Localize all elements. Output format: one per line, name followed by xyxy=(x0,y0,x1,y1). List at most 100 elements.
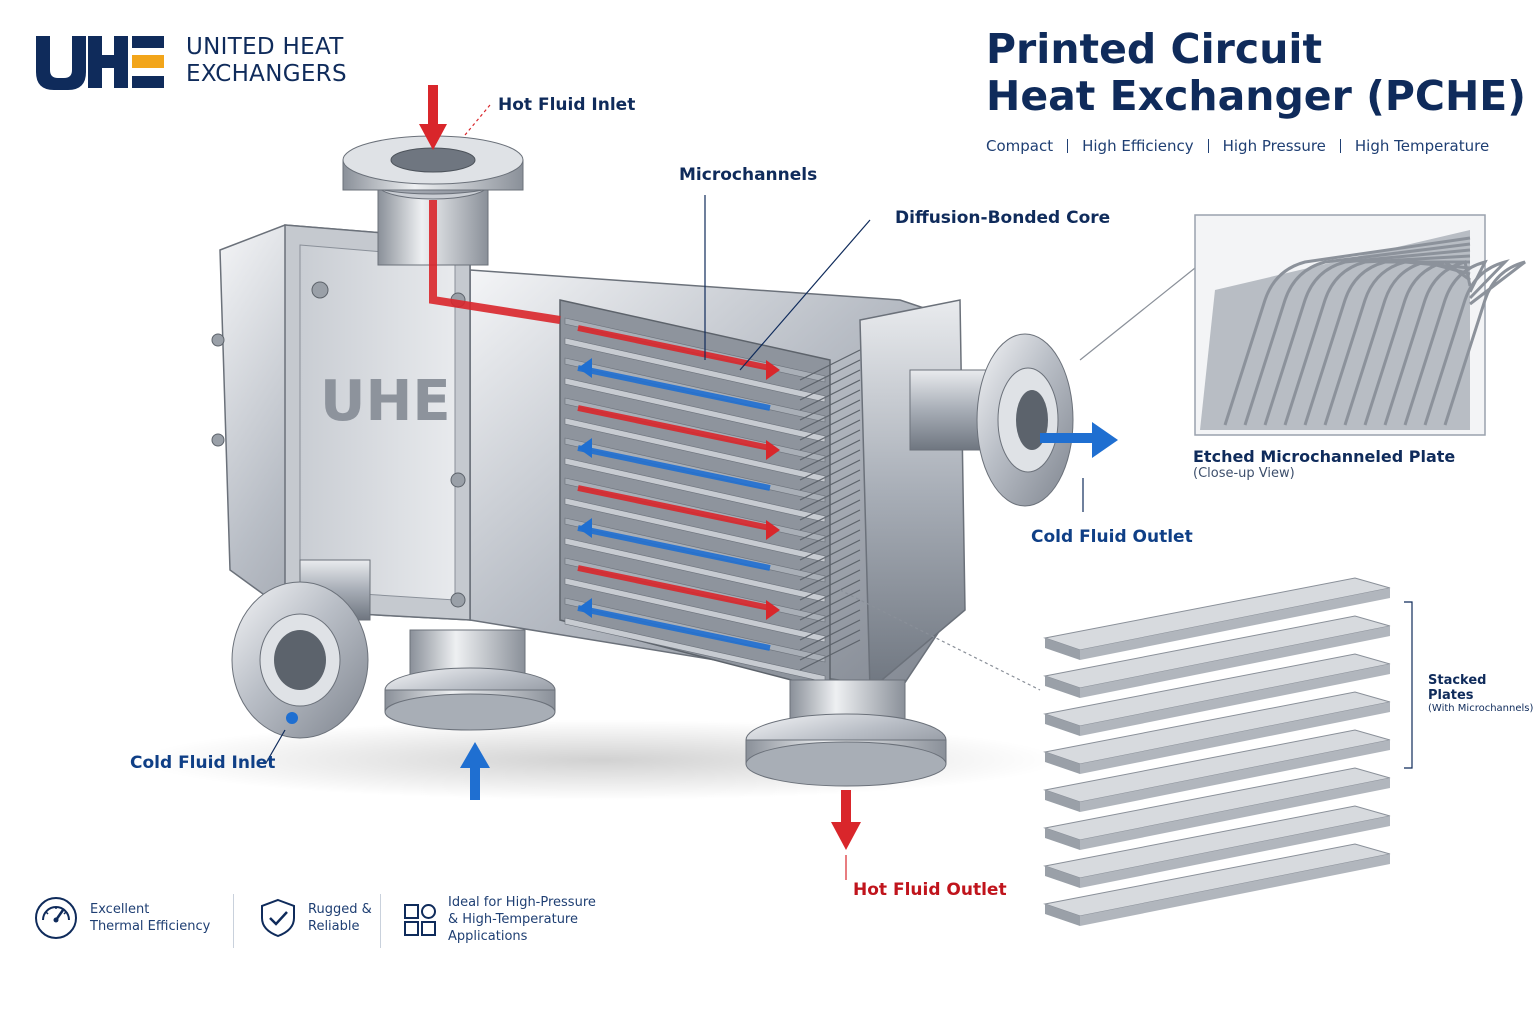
stacked-plate-edge xyxy=(1045,866,1080,888)
cold-fluid-inlet-label: Cold Fluid Inlet xyxy=(130,753,276,773)
microchannels-label: Microchannels xyxy=(679,165,818,185)
hot-outlet-nozzle xyxy=(745,679,947,787)
feature-divider xyxy=(380,894,381,948)
stacked-plate-edge xyxy=(1045,638,1080,660)
cold-flow-arrowhead xyxy=(578,598,592,618)
stacked-plate-edge xyxy=(1045,904,1080,926)
hot-inlet-arrowhead xyxy=(419,124,447,150)
stacked-plate-edge xyxy=(1045,790,1080,812)
feature-label: Ideal for High-Pressure & High-Temperatu… xyxy=(448,895,596,944)
etched-channel xyxy=(1223,236,1471,426)
fin-edge xyxy=(799,609,861,641)
etched-channel xyxy=(1403,259,1488,426)
hot-flow-arrowhead xyxy=(766,600,780,620)
stacked-plate-side xyxy=(1080,854,1390,926)
core-plate xyxy=(564,417,826,483)
fin-edge xyxy=(799,359,861,391)
grid-blocks-icon xyxy=(404,903,436,936)
fin-edge xyxy=(799,539,861,571)
etched-channel xyxy=(1303,260,1470,426)
etched-channel xyxy=(1263,248,1471,426)
stacked-plate-side xyxy=(1080,816,1390,888)
hot-flow-channel xyxy=(577,565,771,611)
stacked-plate-side xyxy=(1080,664,1390,736)
hot-flow-channel xyxy=(577,325,771,371)
core-plate xyxy=(564,337,826,403)
stacked-plate-edge xyxy=(1045,714,1080,736)
core-plate xyxy=(564,457,826,523)
fin-edge xyxy=(799,489,861,521)
fin-edge xyxy=(799,379,861,411)
closeup-title: Etched Microchanneled Plate xyxy=(1193,447,1456,466)
closeup-inset xyxy=(1194,214,1526,436)
fin-edge xyxy=(799,349,861,381)
etched-channel xyxy=(1323,260,1471,426)
core-plate xyxy=(564,377,826,443)
etched-channel xyxy=(1283,254,1471,426)
etched-channel xyxy=(1363,260,1471,426)
bottom-left-nozzle xyxy=(384,629,556,731)
stacked-plate-side xyxy=(1080,702,1390,774)
fin-edge xyxy=(799,639,861,671)
hot-flow-arrowhead xyxy=(766,520,780,540)
feature-rugged-reliable: Rugged & Reliable xyxy=(256,896,372,940)
stacked-plates-illustration xyxy=(1043,577,1391,926)
fin-edge xyxy=(799,559,861,591)
tag-divider xyxy=(1067,139,1069,153)
fin-edge xyxy=(799,369,861,401)
tag-high-pressure: High Pressure xyxy=(1222,137,1326,155)
diffusion-bonded-core-label: Diffusion-Bonded Core xyxy=(895,208,1111,228)
cold-inlet-nozzle xyxy=(231,559,371,739)
stacked-plate-edge xyxy=(1045,828,1080,850)
feature-tags: Compact High Efficiency High Pressure Hi… xyxy=(986,137,1489,155)
hot-flow-arrowhead xyxy=(766,360,780,380)
closeup-subtitle: (Close-up View) xyxy=(1193,466,1295,481)
fin-edge xyxy=(799,469,861,501)
cold-flow-channel xyxy=(577,365,771,411)
stacked-plate-edge xyxy=(1045,752,1080,774)
etched-channel xyxy=(1423,259,1510,426)
cold-flow-channel xyxy=(577,445,771,491)
page-title-line1: Printed Circuit xyxy=(986,25,1323,73)
shield-check-icon xyxy=(261,898,295,938)
stack-title: Stacked Plates xyxy=(1428,673,1487,703)
stacked-plate-side xyxy=(1080,626,1390,698)
fin-edge xyxy=(799,459,861,491)
fin-edge xyxy=(799,499,861,531)
hot-fluid-outlet-label: Hot Fluid Outlet xyxy=(853,880,1007,900)
cold-flow-arrowhead xyxy=(578,438,592,458)
cold-flow-channel xyxy=(577,525,771,571)
hot-internal-path xyxy=(429,200,561,324)
fin-edge xyxy=(799,549,861,581)
fin-edge xyxy=(799,619,861,651)
etched-channel xyxy=(1383,260,1472,426)
flow-arrows xyxy=(419,85,1118,850)
stacked-plate-edge xyxy=(1045,676,1080,698)
tag-high-temperature: High Temperature xyxy=(1354,137,1490,155)
fin-edge xyxy=(799,409,861,441)
fin-edge xyxy=(799,519,861,551)
hot-outlet-arrowhead xyxy=(831,822,861,850)
tag-divider xyxy=(1207,139,1209,153)
company-name-line2: EXCHANGERS xyxy=(186,61,347,87)
feature-thermal-efficiency: Excellent Thermal Efficiency xyxy=(34,896,210,940)
hot-flow-channel xyxy=(577,405,771,451)
fin-edge xyxy=(799,479,861,511)
company-logo xyxy=(36,36,164,90)
core-fin-edges xyxy=(799,349,861,671)
fin-edge xyxy=(799,629,861,661)
fin-edge xyxy=(799,569,861,601)
hot-flow-channel xyxy=(577,485,771,531)
fin-edge xyxy=(799,509,861,541)
stack-caption: Stacked Plates (With Microchannels) xyxy=(1428,673,1536,714)
fin-edge xyxy=(799,599,861,631)
tag-high-efficiency: High Efficiency xyxy=(1082,137,1194,155)
stack-subtitle: (With Microchannels) xyxy=(1428,703,1534,714)
page-title-line2: Heat Exchanger (PCHE) xyxy=(986,72,1527,120)
core-plate xyxy=(564,497,826,563)
stacked-plate-side xyxy=(1080,778,1390,850)
feature-divider xyxy=(233,894,234,948)
fin-edge xyxy=(799,589,861,621)
stacked-plate-side xyxy=(1080,588,1390,660)
